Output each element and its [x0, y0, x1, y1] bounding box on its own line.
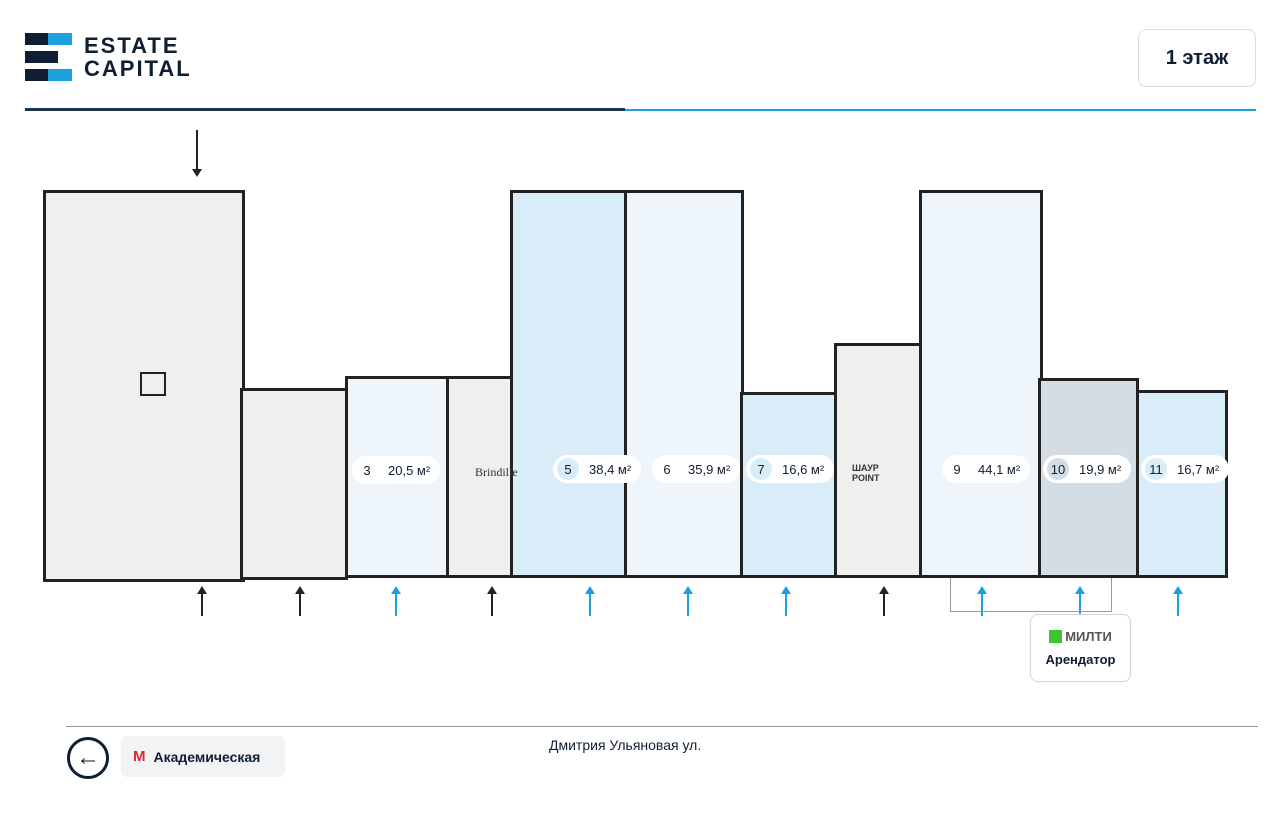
metro-station-badge[interactable]: M Академическая: [121, 736, 285, 777]
back-button[interactable]: ←: [67, 737, 109, 779]
entrance-arrow-icon: [391, 586, 401, 616]
unit-2[interactable]: [240, 388, 348, 580]
tenant-card[interactable]: МИЛТИ Арендатор: [1030, 614, 1131, 682]
divider: [25, 108, 625, 111]
arrow-left-icon: ←: [76, 744, 100, 771]
floor-selector-button[interactable]: 1 этаж: [1138, 29, 1256, 87]
milti-logo-icon: [1049, 630, 1063, 643]
entrance-arrow-icon: [977, 586, 987, 616]
metro-station-name: Академическая: [153, 748, 261, 765]
street-line: [66, 726, 1258, 727]
entrance-arrow-icon: [197, 586, 207, 616]
metro-icon: M: [133, 748, 146, 765]
entrance-arrow-icon: [683, 586, 693, 616]
unit-1[interactable]: [43, 190, 245, 582]
unit-5[interactable]: [510, 190, 628, 578]
brand-shawarma-point: ШАУР POINT: [852, 463, 880, 483]
unit-9[interactable]: [919, 190, 1043, 578]
entrance-arrow-icon: [1173, 586, 1183, 616]
brand-brindille: Brindille: [475, 465, 518, 479]
entrance-arrow-icon: [487, 586, 497, 616]
entrance-arrow-icon: [585, 586, 595, 616]
entrance-arrow-icon: [781, 586, 791, 616]
logo-mark: [25, 33, 48, 45]
unit-7[interactable]: [740, 392, 839, 578]
tenant-brand: МИЛТИ: [1065, 629, 1112, 644]
unit-6[interactable]: [624, 190, 744, 578]
street-name: Дмитрия Ульяновая ул.: [549, 737, 702, 753]
entrance-arrow-icon: [1075, 586, 1085, 616]
entrance-arrow-icon: [196, 130, 198, 175]
entrance-arrow-icon: [295, 586, 305, 616]
entrance-arrow-icon: [879, 586, 889, 616]
divider-accent: [625, 109, 1256, 111]
unit-11[interactable]: [1136, 390, 1228, 578]
tenant-label: Арендатор: [1045, 652, 1116, 667]
